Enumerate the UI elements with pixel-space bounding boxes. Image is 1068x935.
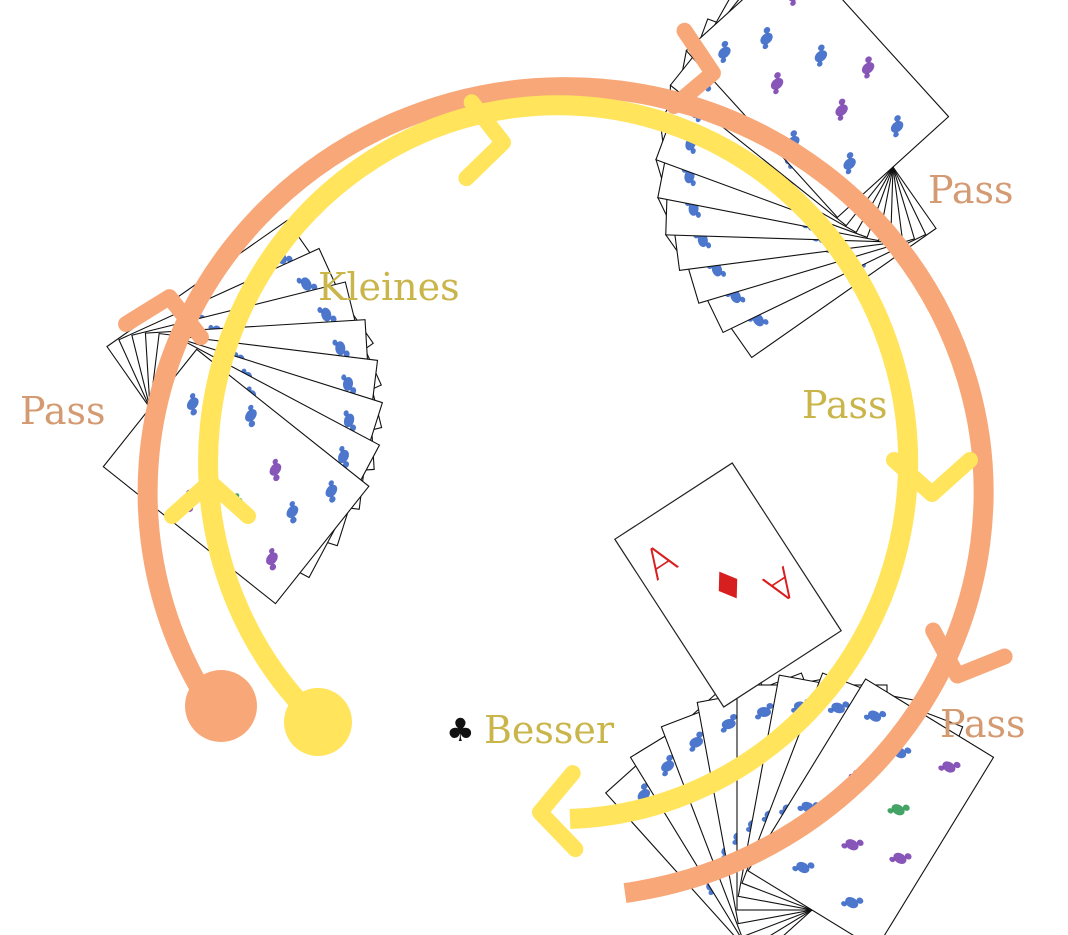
outer-arrow-bottom-right (925, 622, 1013, 684)
diamond-icon (718, 571, 738, 599)
label-pass-bottom-right: Pass (940, 702, 1026, 746)
outer-cycle-arrows (118, 22, 1013, 684)
club-icon: ♣ (446, 711, 475, 749)
inner-bidding-cycle (164, 94, 978, 858)
label-pass-left: Pass (20, 389, 106, 433)
outer-arrow-left (118, 289, 209, 346)
inner-arrow-left (164, 474, 256, 524)
label-kleines: Kleines (318, 265, 460, 309)
inner-arrow-bottom (532, 765, 584, 858)
inner-cycle-start-dot (284, 688, 352, 756)
inner-arrow-top (458, 94, 511, 187)
label-besser: Besser (484, 708, 615, 752)
outer-arrow-top (665, 22, 721, 115)
bottom-right-hand-card (747, 678, 995, 935)
outer-bidding-cycle (118, 22, 1013, 903)
outer-cycle-arc (137, 77, 994, 903)
label-pass-top-right: Pass (928, 168, 1014, 212)
top-right-hand-card (685, 0, 950, 219)
inner-arrow-right (886, 452, 978, 502)
center-card: A A (613, 462, 843, 708)
outer-cycle-start-dot (185, 670, 257, 742)
inner-cycle-arrows (164, 94, 978, 858)
label-pass-inner: Pass (802, 383, 888, 427)
inner-cycle-arc (198, 95, 919, 829)
